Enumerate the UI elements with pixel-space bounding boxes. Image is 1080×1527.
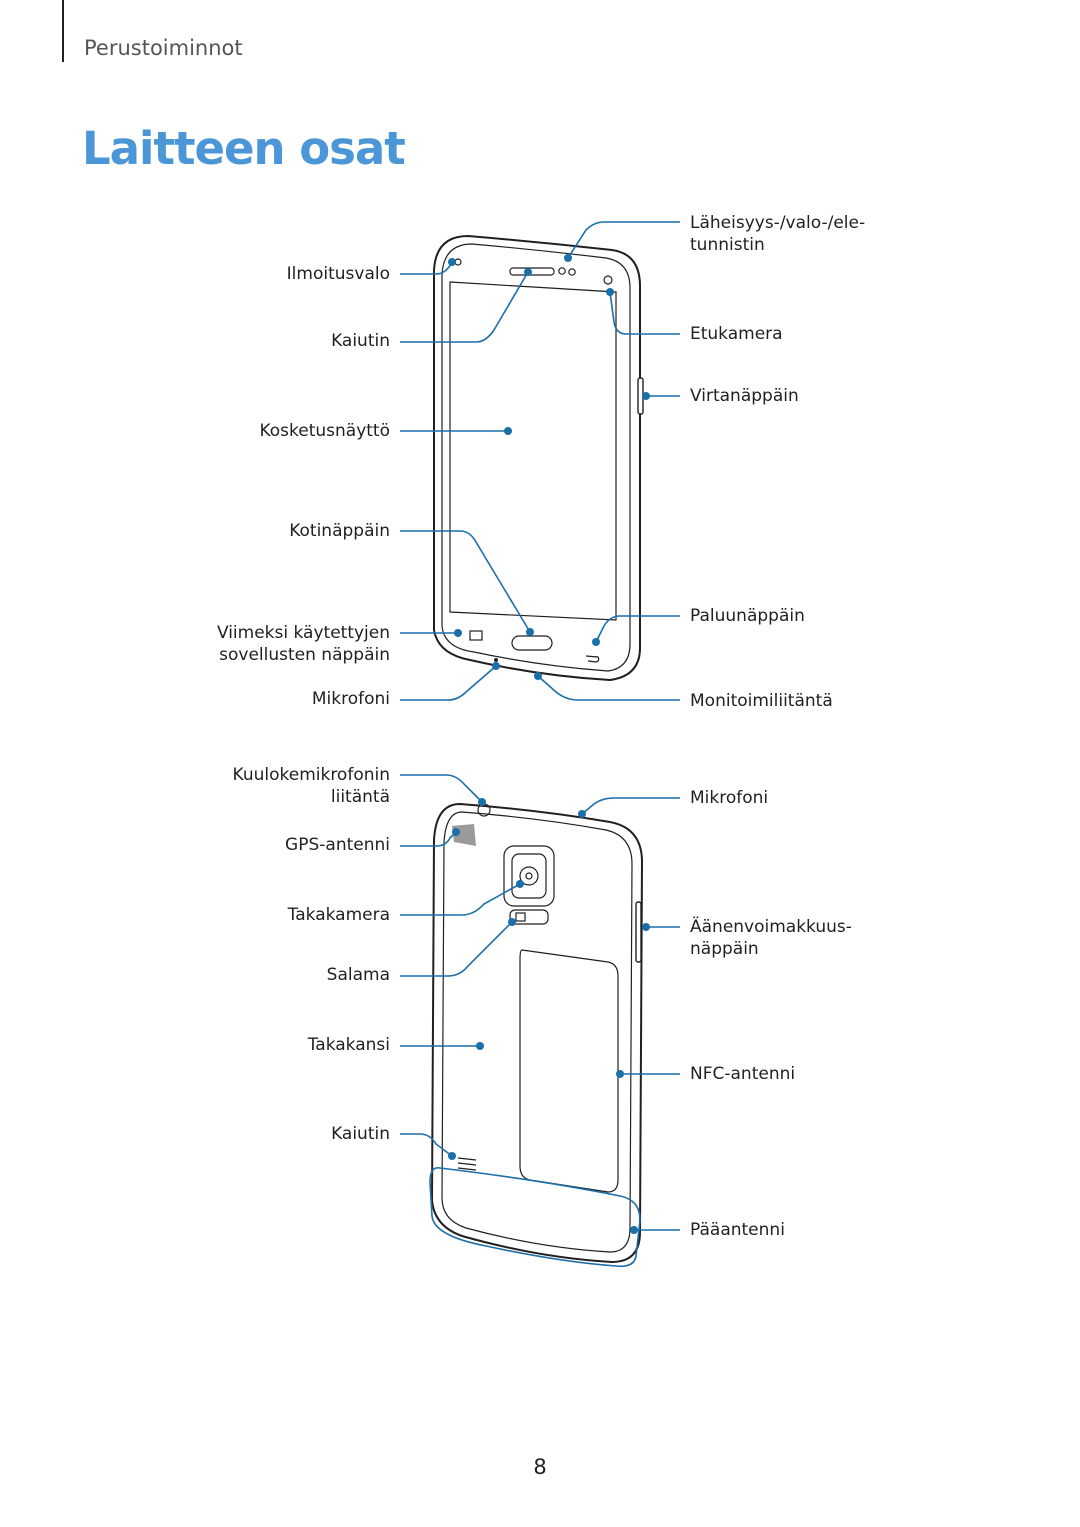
front-left-leaders <box>400 258 534 701</box>
label-headset-jack: Kuulokemikrofonin liitäntä <box>232 765 390 807</box>
label-touchscreen: Kosketusnäyttö <box>259 421 390 441</box>
label-rear-speaker: Kaiutin <box>331 1124 390 1144</box>
home-key <box>511 635 553 651</box>
page-number: 8 <box>533 1455 547 1479</box>
label-multipurpose-jack: Monitoimiliitäntä <box>690 691 833 711</box>
volume-key <box>635 901 642 963</box>
front-camera-lens <box>603 275 613 285</box>
rear-camera-lens <box>519 866 539 886</box>
earpiece-grille <box>509 267 555 276</box>
label-volume-key: Äänenvoimakkuus- näppäin <box>690 917 852 959</box>
label-rear-camera: Takakamera <box>287 905 390 925</box>
label-nfc-antenna: NFC-antenni <box>690 1064 796 1084</box>
back-phone-illustration <box>429 802 644 1268</box>
nfc-antenna-outline <box>519 949 619 1193</box>
front-right-leaders <box>534 221 680 701</box>
label-recent-apps-key: Viimeksi käytettyjen sovellusten näppäin <box>216 623 390 665</box>
label-main-antenna: Pääantenni <box>690 1220 785 1240</box>
back-key <box>585 655 600 663</box>
label-proximity-sensor: Läheisyys-/valo-/ele- tunnistin <box>690 213 866 255</box>
recent-apps-key <box>469 630 483 641</box>
back-left-leaders <box>400 774 524 1160</box>
label-gps-antenna: GPS-antenni <box>285 835 390 855</box>
header-rule <box>62 0 64 62</box>
label-back-key: Paluunäppäin <box>690 606 805 626</box>
rear-camera-housing <box>503 845 555 907</box>
front-phone-illustration <box>433 234 644 682</box>
label-power-key: Virtanäppäin <box>690 386 799 406</box>
label-rear-microphone: Mikrofoni <box>690 788 769 808</box>
label-flash: Salama <box>326 965 390 985</box>
label-earpiece: Kaiutin <box>331 331 390 351</box>
rear-speaker-grille <box>457 1157 477 1171</box>
section-header: Perustoiminnot <box>84 36 243 60</box>
label-front-microphone: Mikrofoni <box>311 689 390 709</box>
main-antenna-outline <box>429 1166 641 1268</box>
flash <box>509 909 549 925</box>
label-home-key: Kotinäppäin <box>289 521 390 541</box>
label-back-cover: Takakansi <box>307 1035 390 1055</box>
page-title: Laitteen osat <box>82 122 406 175</box>
back-right-leaders <box>578 797 680 1234</box>
label-notification-light: Ilmoitusvalo <box>286 264 390 284</box>
label-front-camera: Etukamera <box>690 324 783 344</box>
